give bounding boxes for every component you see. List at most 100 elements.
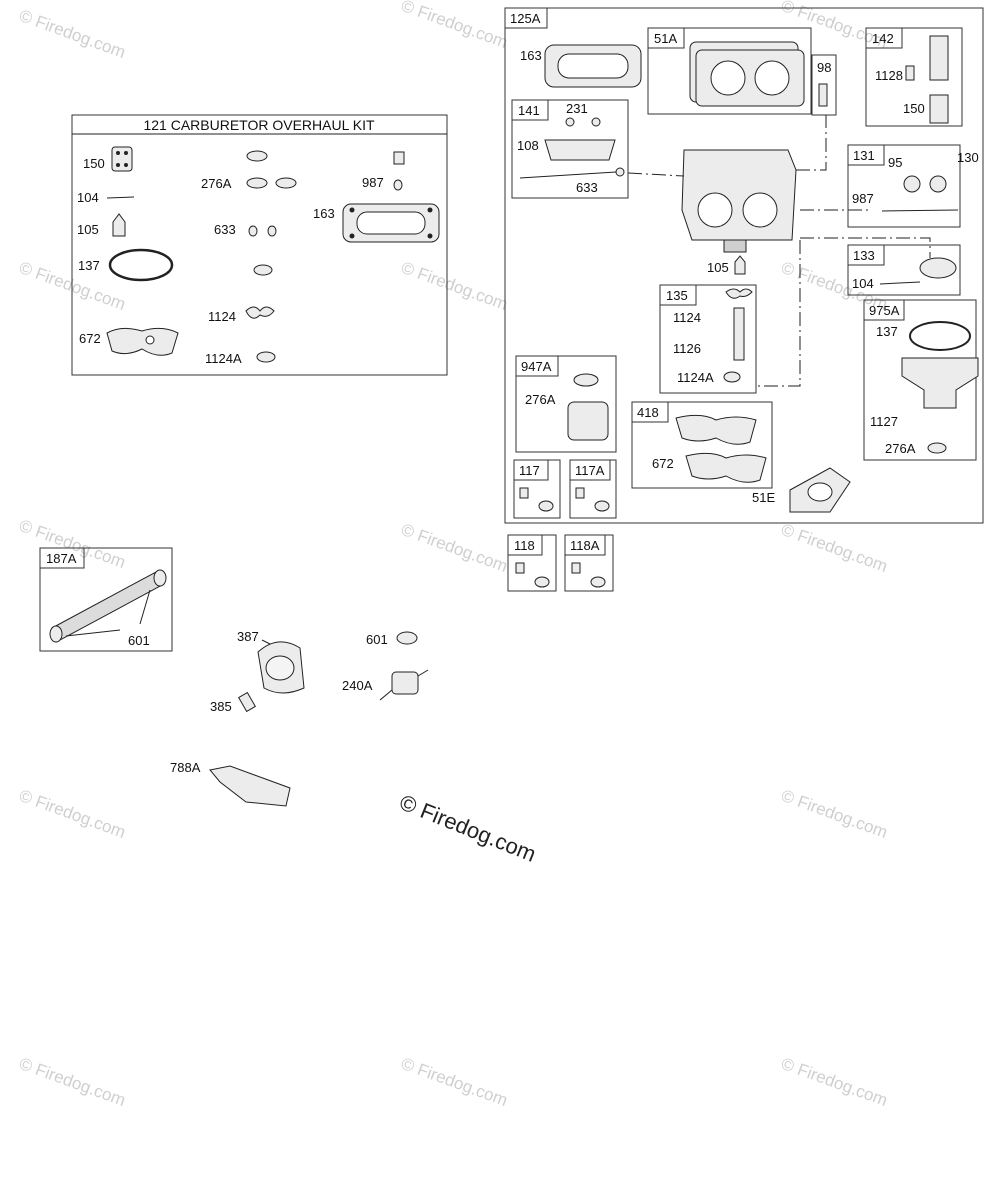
- part-418-gasket: [675, 414, 757, 445]
- box-141-title: 141: [518, 103, 540, 118]
- box-418-title: 418: [637, 405, 659, 420]
- label-150: 150: [903, 101, 925, 116]
- part-1124A-washer: [256, 351, 276, 363]
- box-141: [511, 99, 629, 199]
- box-131: [847, 144, 961, 228]
- box-187A: [39, 547, 173, 652]
- part-633-plug: [615, 167, 625, 177]
- label-231: 231: [566, 101, 588, 116]
- part-washer: [253, 264, 273, 276]
- part-98-screw: [818, 83, 828, 107]
- label-1126: 1126: [673, 341, 701, 356]
- part-947A-solenoid: [567, 401, 609, 441]
- part-104-pin: [106, 196, 135, 199]
- part-137-ring: [108, 248, 174, 282]
- box-975A-title: 975A: [869, 303, 900, 318]
- part-133-bowl: [919, 257, 957, 279]
- box-142: [865, 27, 963, 127]
- part-1124-float: [245, 306, 275, 319]
- label-633: 633: [214, 222, 236, 237]
- box-135-title: 135: [666, 288, 688, 303]
- label-163: 163: [313, 206, 335, 221]
- part-672-gasket: [685, 452, 767, 483]
- label-163: 163: [520, 48, 542, 63]
- part-carb-bowl: [723, 239, 747, 253]
- label-108: 108: [517, 138, 539, 153]
- part-137-ring: [909, 321, 971, 351]
- part-carburetor-body: [681, 149, 797, 241]
- box-133-title: 133: [853, 248, 875, 263]
- watermark-center-text: © Firedog.com: [396, 789, 539, 866]
- watermark-text: © Firedog.com: [399, 258, 510, 314]
- part-987-screw: [393, 179, 403, 191]
- box-51A-title: 51A: [654, 31, 677, 46]
- label-1128: 1128: [875, 68, 903, 83]
- part-240A-filter: [391, 671, 419, 695]
- part-385-screw: [237, 691, 257, 713]
- label-1127: 1127: [870, 414, 898, 429]
- box-187A-title: 187A: [46, 551, 77, 566]
- box-947A: [515, 355, 617, 453]
- part-135-tube: [733, 307, 745, 361]
- box-98: [811, 54, 837, 116]
- part-1124-float: [725, 288, 753, 299]
- box-142-title: 142: [872, 31, 894, 46]
- watermark-text: © Firedog.com: [17, 6, 128, 62]
- label-240A: 240A: [342, 678, 373, 693]
- label-672: 672: [79, 331, 101, 346]
- part-150-plate: [929, 94, 949, 124]
- label-1124A: 1124A: [677, 370, 714, 385]
- label-105: 105: [77, 222, 99, 237]
- label-1124: 1124: [673, 310, 701, 325]
- group-125A-title: 125A: [510, 11, 541, 26]
- part-187A-hose: [51, 571, 165, 641]
- part-975A-bowl: [901, 357, 979, 409]
- box-131-title: 131: [853, 148, 875, 163]
- label-385: 385: [210, 699, 232, 714]
- box-947A-title: 947A: [521, 359, 552, 374]
- part-clip: [393, 151, 405, 165]
- box-118A-title: 118A: [570, 538, 600, 553]
- group-125A-frame: [504, 7, 984, 524]
- fuel-line-group-187A: 187A 601: [39, 547, 173, 652]
- label-137: 137: [876, 324, 898, 339]
- kit-title: 121 CARBURETOR OVERHAUL KIT: [143, 117, 375, 133]
- part-105-needle: [734, 255, 746, 275]
- label-137: 137: [78, 258, 100, 273]
- carburetor-group-125A: 125A 163 51A 98 142 1128 150 141 231 108: [504, 7, 984, 524]
- overhaul-kit-panel: 121 CARBURETOR OVERHAUL KIT 150 104 105 …: [71, 114, 448, 376]
- watermark-text: © Firedog.com: [399, 1054, 510, 1110]
- part-672-gasket: [106, 327, 179, 356]
- part-788A-bracket: [209, 765, 291, 807]
- box-975A: [863, 299, 977, 461]
- label-95: 95: [888, 155, 902, 170]
- watermark-text: © Firedog.com: [779, 1054, 890, 1110]
- watermark-text: © Firedog.com: [17, 786, 128, 842]
- part-141-link: [519, 171, 617, 179]
- label-788A: 788A: [170, 760, 201, 775]
- box-418: [631, 401, 773, 489]
- label-276A: 276A: [525, 392, 556, 407]
- watermark-text: © Firedog.com: [779, 786, 890, 842]
- box-135: [659, 284, 757, 394]
- label-601: 601: [366, 632, 388, 647]
- boxes-118: 118 118A: [507, 534, 614, 592]
- label-987: 987: [362, 175, 384, 190]
- box-133: [847, 244, 961, 296]
- label-633: 633: [576, 180, 598, 195]
- label-276A: 276A: [885, 441, 916, 456]
- fuel-pump-parts: 387 385 601 240A 788A: [170, 629, 429, 807]
- label-276A: 276A: [201, 176, 232, 191]
- part-108-bracket: [544, 139, 616, 161]
- label-672: 672: [652, 456, 674, 471]
- watermark-text: © Firedog.com: [399, 0, 510, 52]
- label-130: 130: [957, 150, 979, 165]
- watermark-text: © Firedog.com: [399, 520, 510, 576]
- part-633-plug: [248, 225, 258, 237]
- box-117-title: 117: [519, 463, 540, 478]
- label-51E: 51E: [752, 490, 775, 505]
- label-387: 387: [237, 629, 259, 644]
- label-104: 104: [852, 276, 874, 291]
- box-51A: [647, 27, 812, 115]
